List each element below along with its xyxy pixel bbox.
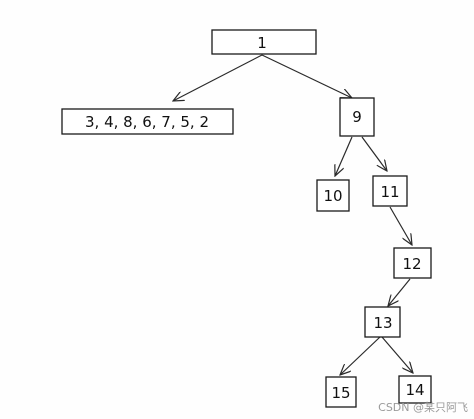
node-14-label: 14 [405, 381, 424, 399]
node-list: 3, 4, 8, 6, 7, 5, 2 [61, 108, 234, 135]
edge-9-to-11 [361, 136, 387, 171]
edge-1-to-9 [261, 54, 352, 98]
edge-13-to-14 [381, 336, 413, 373]
node-12-label: 12 [402, 255, 421, 273]
watermark: CSDN @某只阿飞 [378, 401, 468, 414]
edge-13-to-15 [340, 336, 381, 375]
edge-11-to-12 [389, 206, 412, 245]
edge-1-to-list [173, 54, 263, 101]
edge-9-to-10 [335, 136, 353, 176]
node-1-label: 1 [257, 34, 267, 52]
node-10-label: 10 [323, 187, 342, 205]
node-13-label: 13 [373, 314, 392, 332]
node-13: 13 [364, 306, 401, 338]
edge-12-to-13 [388, 278, 411, 306]
node-9-label: 9 [352, 108, 362, 126]
node-14: 14 [398, 375, 432, 404]
node-11: 11 [372, 175, 408, 207]
node-15: 15 [325, 376, 357, 408]
node-15-label: 15 [331, 384, 350, 402]
node-list-label: 3, 4, 8, 6, 7, 5, 2 [85, 113, 209, 131]
node-9: 9 [339, 97, 375, 137]
node-12: 12 [393, 247, 432, 279]
node-11-label: 11 [380, 183, 399, 201]
node-1: 1 [211, 29, 317, 55]
node-10: 10 [316, 179, 350, 212]
